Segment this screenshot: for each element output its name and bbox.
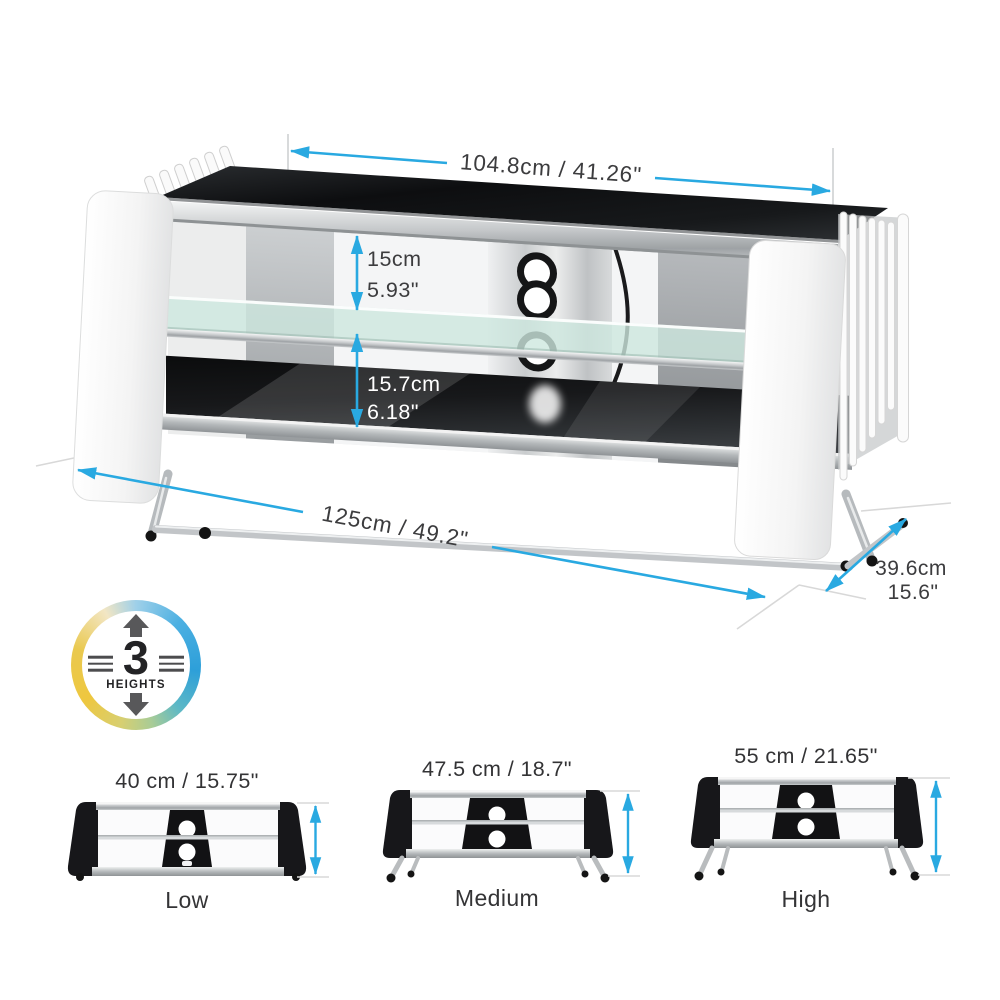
lower-gap-in: 6.18" xyxy=(367,400,419,424)
high-left-panel xyxy=(690,777,720,848)
upper-gap-cm: 15cm xyxy=(367,247,422,271)
left-side-panel xyxy=(72,190,174,504)
cable-hole-2 xyxy=(517,280,557,321)
interior-compartment xyxy=(158,215,852,472)
cable xyxy=(610,247,630,389)
medium-legs xyxy=(389,855,607,879)
variant-low-size: 40 cm / 15.75" xyxy=(115,769,259,793)
right-side-panel xyxy=(734,240,846,560)
medium-right-panel xyxy=(584,790,614,858)
dimension-annotations xyxy=(76,146,907,600)
variant-medium-name: Medium xyxy=(455,885,539,911)
variant-high-name: High xyxy=(782,886,831,912)
height-lines-right-icon xyxy=(159,655,184,672)
three-heights-badge: 3 HEIGHTS xyxy=(71,600,201,730)
variant-high-size: 55 cm / 21.65" xyxy=(734,744,878,768)
down-arrow-icon xyxy=(123,692,149,716)
variant-low-name: Low xyxy=(165,887,208,913)
variant-medium: 47.5 cm / 18.7" Medium xyxy=(382,757,640,911)
variant-medium-size: 47.5 cm / 18.7" xyxy=(422,757,572,781)
high-right-panel xyxy=(894,777,924,848)
bottom-front-rail xyxy=(158,413,852,470)
variant-low: 40 cm / 15.75" Low xyxy=(67,769,329,913)
upper-gap-in: 5.93" xyxy=(367,278,419,302)
right-slat-stack xyxy=(838,211,909,481)
glass-shelf xyxy=(166,295,846,370)
high-legs xyxy=(697,845,917,877)
tv-stand-main-render xyxy=(72,145,909,572)
up-arrow-icon xyxy=(123,614,149,638)
bottom-glass-shelf xyxy=(166,355,850,460)
medium-left-panel xyxy=(382,790,412,858)
cable-hole-4-reflection xyxy=(529,385,561,423)
low-left-panel xyxy=(67,802,98,876)
badge-number: 3 xyxy=(122,631,150,685)
badge-label: HEIGHTS xyxy=(106,678,166,691)
top-glass-panel xyxy=(158,166,888,240)
height-lines-left-icon xyxy=(88,655,113,672)
depth-in: 15.6" xyxy=(888,581,939,604)
glass-shelf-rail xyxy=(163,328,847,377)
width-label: 104.8cm / 41.26" xyxy=(459,149,643,188)
depth-cm: 39.6cm xyxy=(875,557,947,580)
variant-high: 55 cm / 21.65" High xyxy=(690,744,950,912)
lower-gap-cm: 15.7cm xyxy=(367,372,441,396)
low-right-panel xyxy=(276,802,307,876)
badge-inner-circle: 3 HEIGHTS xyxy=(82,611,190,719)
top-front-rail xyxy=(160,201,838,264)
